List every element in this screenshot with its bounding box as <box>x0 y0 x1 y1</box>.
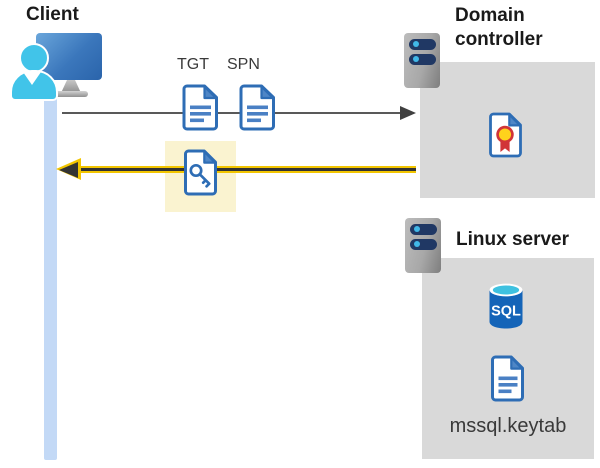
keytab-document-icon <box>489 355 527 402</box>
key-ticket-icon <box>182 149 220 196</box>
tgt-document-icon <box>180 84 221 131</box>
linux-server-icon <box>405 218 441 273</box>
user-collar <box>23 72 41 85</box>
sql-badge-text: SQL <box>491 304 521 320</box>
linux-server-label: Linux server <box>456 229 569 250</box>
certificate-icon <box>487 112 525 158</box>
keytab-filename-label: mssql.keytab <box>449 415 567 437</box>
response-arrow-head-inner <box>59 161 78 178</box>
user-torso-icon <box>10 70 58 101</box>
user-head-icon <box>19 43 49 73</box>
client-lifeline-bar <box>44 87 57 460</box>
client-label: Client <box>26 4 79 25</box>
monitor-stand <box>61 80 81 93</box>
spn-label: SPN <box>227 56 260 73</box>
sql-database-icon: SQL <box>487 281 525 330</box>
monitor-stand-base <box>54 91 88 97</box>
request-arrow-head-icon <box>400 106 416 120</box>
domain-controller-server-icon <box>404 33 440 88</box>
response-arrow-core <box>78 168 416 171</box>
tgt-label: TGT <box>177 56 209 73</box>
domain-controller-label: Domain controller <box>455 5 543 50</box>
request-arrow-line <box>62 112 402 114</box>
spn-document-icon <box>237 84 278 131</box>
